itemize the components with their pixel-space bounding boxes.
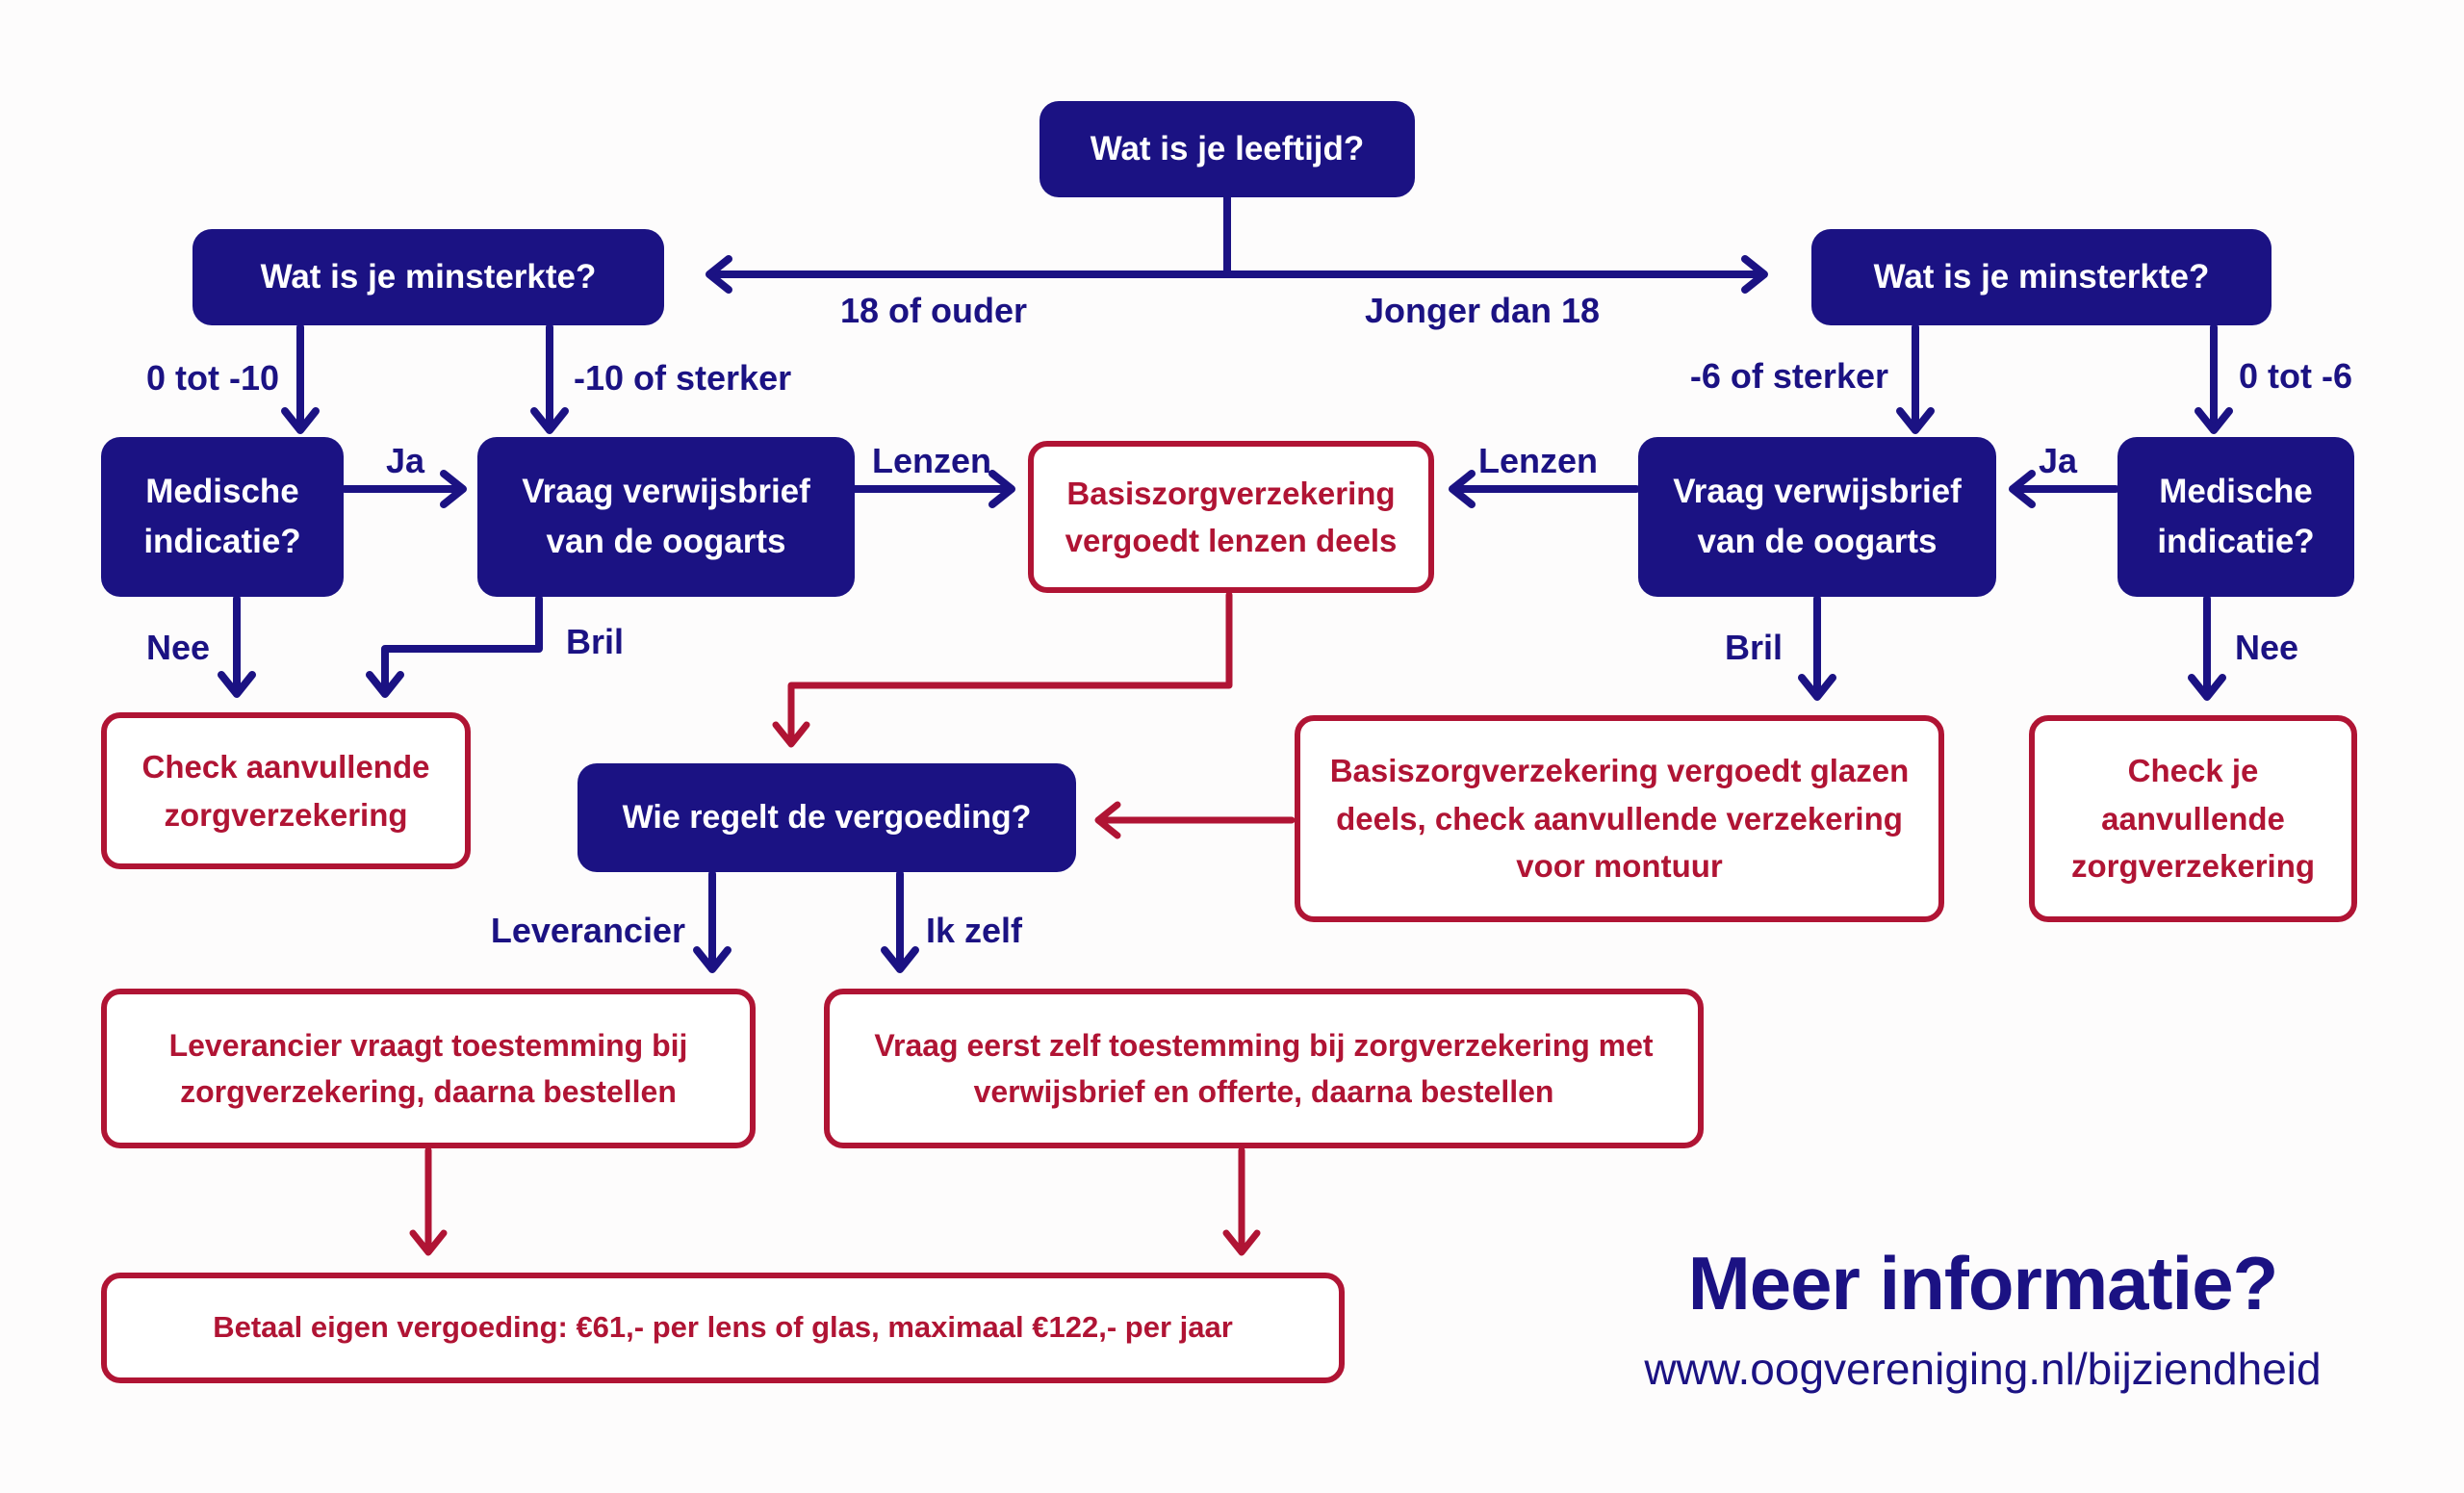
footer: Meer informatie? www.oogvereniging.nl/bi…: [1578, 1240, 2387, 1395]
node-check-aanvullende-links: Check aanvullende zorgverzekering: [101, 712, 471, 869]
node-medische-indicatie-rechts: Medische indicatie?: [2118, 437, 2354, 597]
website-url: www.oogvereniging.nl/bijziendheid: [1644, 1344, 2322, 1394]
edge-label-ja-rechts: Ja: [2038, 441, 2078, 480]
edge-label-18-of-ouder: 18 of ouder: [839, 291, 1028, 330]
edge-label-ik-zelf: Ik zelf: [926, 911, 1023, 950]
edge-label-min6-of-sterker: -6 of sterker: [1689, 356, 1888, 396]
edge-label-min10-of-sterker: -10 of sterker: [574, 358, 792, 398]
node-betaal-eigen-vergoeding: Betaal eigen vergoeding: €61,- per lens …: [101, 1273, 1345, 1383]
node-basiszorg-glazen: Basiszorgverzekering vergoedt glazen dee…: [1295, 715, 1944, 922]
node-verwijsbrief-links: Vraag verwijsbrief van de oogarts: [477, 437, 855, 597]
node-medische-indicatie-links: Medische indicatie?: [101, 437, 344, 597]
edge-label-jonger-dan-18: Jonger dan 18: [1364, 291, 1601, 330]
edge-label-nee-rechts: Nee: [2235, 628, 2299, 667]
edge-label-leverancier: Leverancier: [490, 911, 685, 950]
edge-label-lenzen-rechts: Lenzen: [1477, 441, 1598, 480]
node-basiszorg-lenzen: Basiszorgverzekering vergoedt lenzen dee…: [1028, 441, 1434, 593]
node-verwijsbrief-rechts: Vraag verwijsbrief van de oogarts: [1638, 437, 1996, 597]
edge-bril-links: [366, 595, 543, 698]
node-minsterkte-links: Wat is je minsterkte?: [192, 229, 664, 325]
edge-label-0-tot-min10: 0 tot -10: [145, 358, 279, 398]
node-vraag-eerst-zelf: Vraag eerst zelf toestemming bij zorgver…: [824, 989, 1704, 1148]
edge-label-bril-rechts: Bril: [1724, 628, 1783, 667]
edge-label-nee-links: Nee: [145, 628, 210, 667]
edge-lenzen-naar-wie-regelt: [772, 591, 1233, 748]
edge-label-lenzen-links: Lenzen: [871, 441, 991, 480]
node-check-aanvullende-rechts: Check je aanvullende zorgverzekering: [2029, 715, 2357, 922]
edge-label-ja-links: Ja: [385, 441, 425, 480]
more-info-heading: Meer informatie?: [1687, 1241, 2278, 1326]
edge-label-bril-links: Bril: [566, 622, 625, 661]
node-wat-is-je-leeftijd: Wat is je leeftijd?: [1040, 101, 1415, 197]
edge-label-0-tot-min6: 0 tot -6: [2239, 356, 2353, 396]
node-wie-regelt-de-vergoeding: Wie regelt de vergoeding?: [578, 763, 1076, 872]
node-minsterkte-rechts: Wat is je minsterkte?: [1811, 229, 2272, 325]
node-leverancier-vraagt: Leverancier vraagt toestemming bij zorgv…: [101, 989, 756, 1148]
